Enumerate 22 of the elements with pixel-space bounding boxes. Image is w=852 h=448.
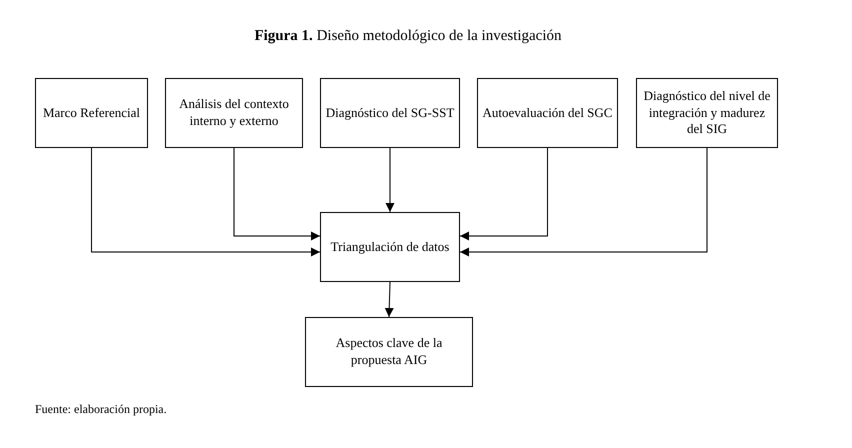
process-box [320, 212, 460, 282]
box-label: Análisis del contexto interno y externo [178, 96, 290, 130]
process-box [477, 78, 618, 148]
process-box [165, 78, 303, 148]
box-label: Aspectos clave de la propuesta AIG [334, 335, 444, 369]
box-label: Diagnóstico del nivel de integración y madurez del SIG [642, 88, 772, 138]
box-label: Diagnóstico del SG-SST [326, 104, 454, 122]
box-label: Triangulación de datos [330, 238, 450, 256]
figure-title: Figura 1. Diseño metodológico de la investigación [253, 28, 563, 45]
process-box [636, 78, 778, 148]
process-box [305, 317, 473, 387]
process-box [35, 78, 148, 148]
process-box [320, 78, 460, 148]
box-label: Autoevaluación del SGC [482, 104, 612, 122]
arrow [460, 148, 548, 240]
source-note: Fuente: elaboración propia. [35, 402, 167, 417]
arrow [460, 148, 708, 256]
arrow [386, 148, 394, 212]
arrow [91, 148, 320, 256]
box-label: Marco Referencial [42, 104, 140, 122]
arrow [234, 148, 320, 240]
arrow [384, 282, 394, 318]
